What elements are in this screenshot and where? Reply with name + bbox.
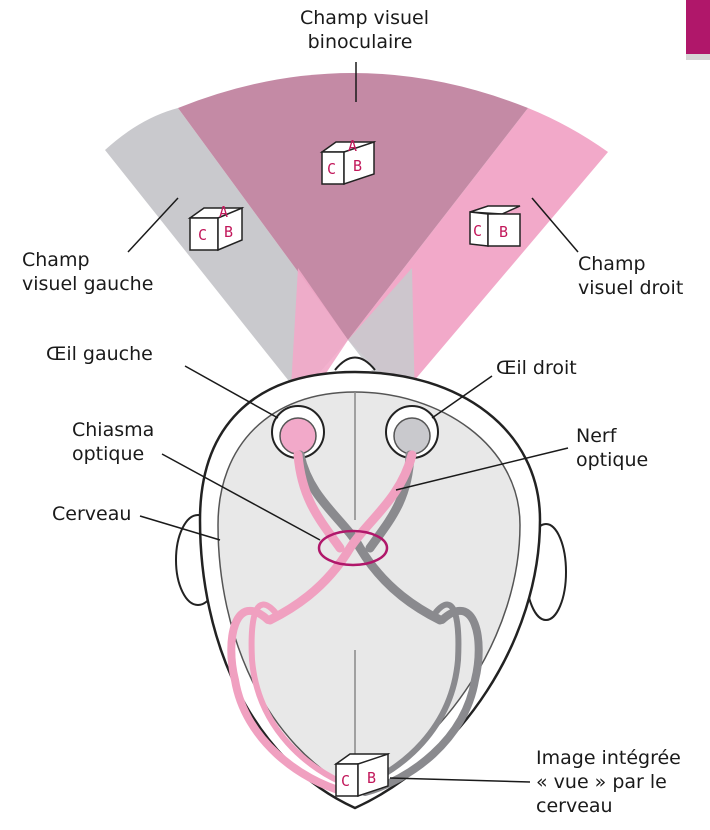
label-optic-nerve-line2: optique xyxy=(576,448,648,472)
cube-letter-front: C xyxy=(198,226,207,244)
label-integrated-line3: cerveau xyxy=(536,794,681,818)
label-integrated-line1: Image intégrée xyxy=(536,746,681,770)
label-brain: Cerveau xyxy=(52,502,131,526)
label-binocular-line2: binoculaire xyxy=(300,30,420,54)
cube-letter-front: C xyxy=(473,222,482,240)
label-right-eye: Œil droit xyxy=(496,356,577,380)
cube-letter-top: A xyxy=(348,137,357,155)
label-optic-nerve: Nerf optique xyxy=(576,424,648,472)
label-chiasma-line2: optique xyxy=(72,442,154,466)
label-left-field-line1: Champ xyxy=(22,248,153,272)
left-eye-inner xyxy=(280,418,316,454)
right-eye-inner xyxy=(394,418,430,454)
label-left-eye: Œil gauche xyxy=(46,342,153,366)
label-integrated-line2: « vue » par le xyxy=(536,770,681,794)
label-integrated-image: Image intégrée « vue » par le cerveau xyxy=(536,746,681,818)
label-right-field: Champ visuel droit xyxy=(578,252,683,300)
label-left-field-line2: visuel gauche xyxy=(22,272,153,296)
cube-letter-side: B xyxy=(353,157,362,175)
label-chiasma: Chiasma optique xyxy=(72,418,154,466)
label-binocular-line1: Champ visuel xyxy=(300,6,420,30)
cube-letter-side: B xyxy=(224,223,233,241)
label-right-field-line2: visuel droit xyxy=(578,276,683,300)
head xyxy=(176,358,566,809)
label-right-field-line1: Champ xyxy=(578,252,683,276)
cube-letter-front: C xyxy=(327,160,336,178)
label-binocular-field: Champ visuel binoculaire xyxy=(300,6,420,54)
label-left-field: Champ visuel gauche xyxy=(22,248,153,296)
leader-integrated-image xyxy=(390,778,530,782)
cube-letter-side: B xyxy=(367,769,376,787)
label-chiasma-line1: Chiasma xyxy=(72,418,154,442)
cube-letter-side: B xyxy=(499,223,508,241)
label-optic-nerve-line1: Nerf xyxy=(576,424,648,448)
cube-letter-front: C xyxy=(341,772,350,790)
cube-letter-top: A xyxy=(219,203,228,221)
